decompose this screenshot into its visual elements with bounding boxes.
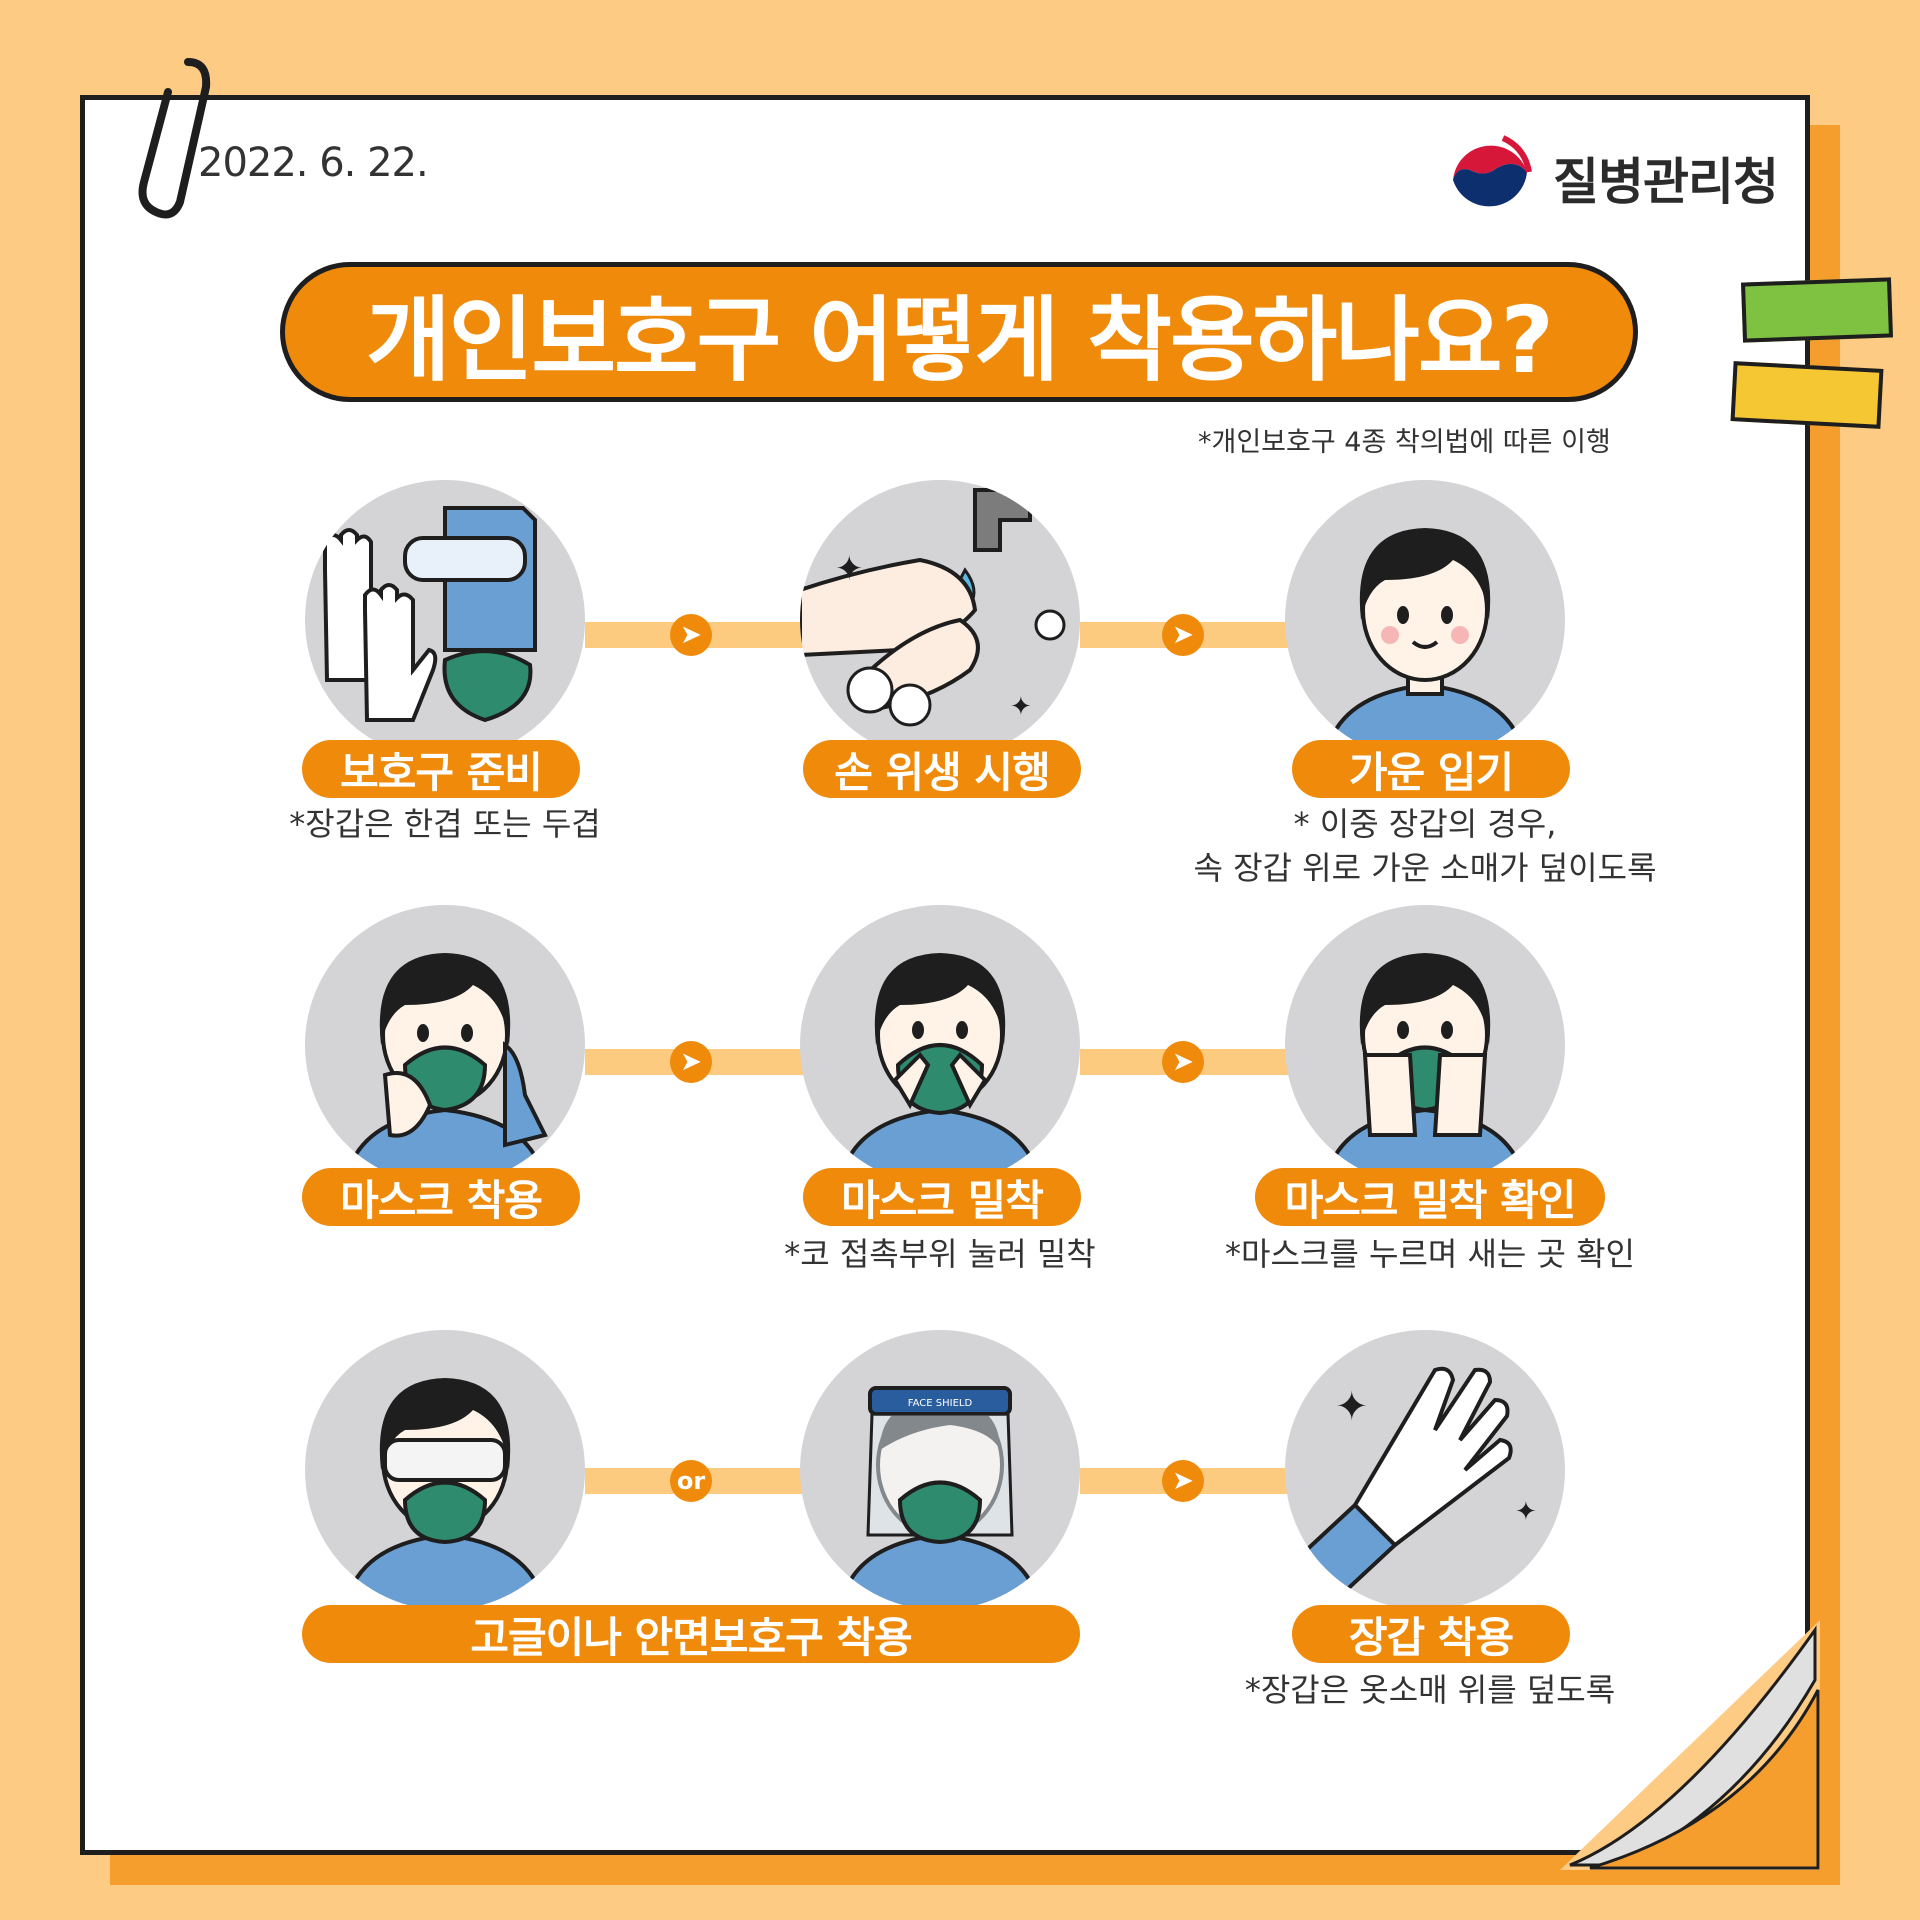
arrow-right-icon: ➤ xyxy=(1162,1460,1204,1502)
step-label: 가운 입기 xyxy=(1292,740,1570,798)
svg-text:✦: ✦ xyxy=(1515,1497,1537,1527)
or-badge: or xyxy=(670,1460,712,1502)
title-banner: 개인보호구 어떻게 착용하나요? xyxy=(280,262,1638,402)
step-label: 마스크 착용 xyxy=(302,1168,580,1226)
step-label: 장갑 착용 xyxy=(1292,1605,1570,1663)
page-curl xyxy=(1560,1620,1820,1870)
page-indicator: 3/7 xyxy=(1732,1800,1799,1867)
svg-text:✦: ✦ xyxy=(1010,692,1032,722)
government-logo-icon xyxy=(1450,133,1532,213)
person-mask-check-icon xyxy=(1285,905,1565,1185)
person-goggles-icon xyxy=(305,1330,585,1610)
source-note: *개인보호구 4종 착의법에 따른 이행 xyxy=(1198,427,1611,458)
person-gown-icon xyxy=(1285,480,1565,760)
step-label: 마스크 밀착 확인 xyxy=(1255,1168,1605,1226)
step-label: 보호구 준비 xyxy=(302,740,580,798)
step-note: *마스크를 누르며 새는 곳 확인 xyxy=(1225,1235,1635,1273)
svg-text:✦: ✦ xyxy=(835,549,864,589)
decorative-tab-yellow xyxy=(1730,361,1884,429)
arrow-right-icon: ➤ xyxy=(1162,614,1204,656)
step-label: 고글이나 안면보호구 착용 xyxy=(302,1605,1080,1663)
step-label: 마스크 밀착 xyxy=(803,1168,1081,1226)
step-note: * 이중 장갑의 경우, 속 장갑 위로 가운 소매가 덮이도록 xyxy=(1180,802,1670,890)
step-note: *장갑은 한겹 또는 두겹 xyxy=(289,805,601,843)
arrow-right-icon: ➤ xyxy=(1162,1041,1204,1083)
ppe-kit-icon xyxy=(305,480,585,760)
step-note: *코 접촉부위 눌러 밀착 xyxy=(784,1235,1096,1273)
face-shield-text: FACE SHIELD xyxy=(908,1398,973,1409)
agency-name: 질병관리청 xyxy=(1553,153,1779,211)
paperclip-icon xyxy=(138,58,211,219)
arrow-right-icon: ➤ xyxy=(670,1041,712,1083)
page-total: /7 xyxy=(1764,1815,1800,1862)
decorative-tab-green xyxy=(1740,277,1894,343)
page-current: 3 xyxy=(1732,1801,1765,1866)
hand-washing-icon: ✦ ✦ xyxy=(800,480,1080,760)
arrow-right-icon: ➤ xyxy=(670,614,712,656)
svg-text:✦: ✦ xyxy=(1335,1384,1369,1430)
step-label: 손 위생 시행 xyxy=(803,740,1081,798)
gloves-on-icon: ✦ ✦ xyxy=(1285,1330,1565,1610)
date: 2022. 6. 22. xyxy=(198,140,429,186)
person-mask-on-icon xyxy=(305,905,585,1185)
step-note: *장갑은 옷소매 위를 덮도록 xyxy=(1244,1671,1616,1709)
step-note-line: 속 장갑 위로 가운 소매가 덮이도록 xyxy=(1193,849,1657,887)
step-note-line: * 이중 장갑의 경우, xyxy=(1293,805,1557,843)
person-mask-seal-icon xyxy=(800,905,1080,1185)
person-face-shield-icon: FACE SHIELD xyxy=(800,1330,1080,1610)
page-title: 개인보호구 어떻게 착용하나요? xyxy=(366,286,1554,394)
